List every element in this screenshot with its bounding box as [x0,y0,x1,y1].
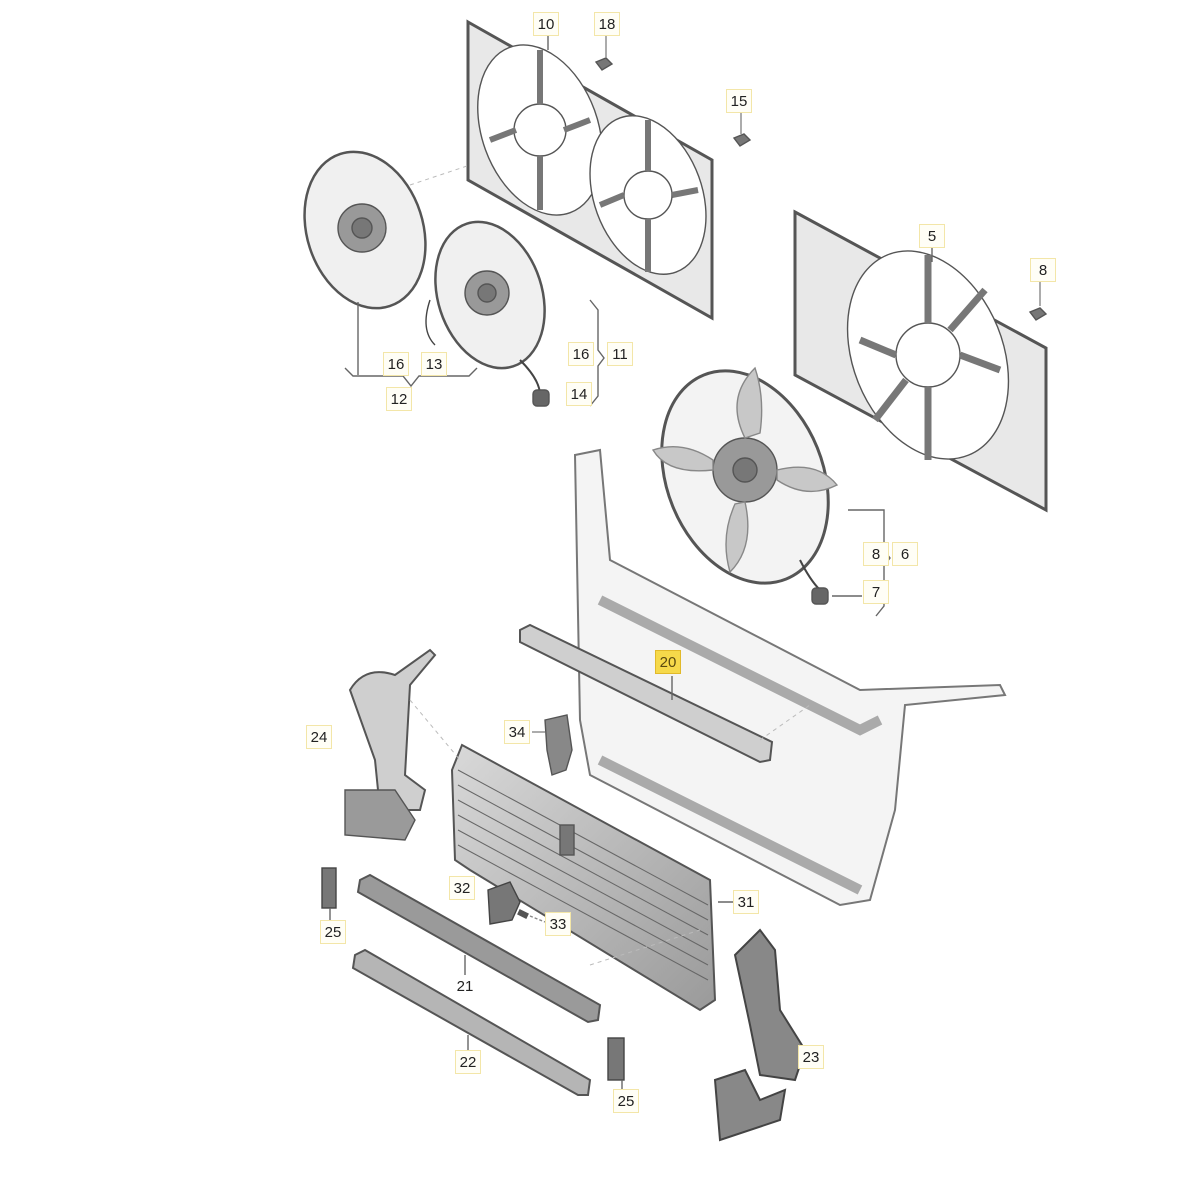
lock-carrier[interactable] [573,448,1007,907]
callout-11[interactable]: 11 [607,342,633,366]
callout-12[interactable]: 12 [386,387,412,411]
air-guide-22[interactable] [351,948,592,1096]
sensor-25-left[interactable] [321,867,337,920]
callout-8[interactable]: 8 [863,542,889,566]
air-shutter-31[interactable] [450,743,735,1012]
fan-right-small[interactable] [417,208,562,407]
fan-shroud-single[interactable] [793,209,1048,513]
fan-large[interactable] [631,346,858,608]
callout-8[interactable]: 8 [1030,258,1056,282]
screw-18[interactable] [594,36,614,71]
callout-34[interactable]: 34 [504,720,530,744]
callout-10[interactable]: 10 [533,12,559,36]
fan-shroud-double[interactable] [455,19,726,321]
bracket-34[interactable] [532,714,573,776]
shutter-motor-32[interactable] [487,881,521,925]
callout-16[interactable]: 16 [568,342,594,366]
air-guide-21[interactable] [356,873,602,1024]
callout-31[interactable]: 31 [733,890,759,914]
screw-15[interactable] [732,112,752,147]
callout-33[interactable]: 33 [545,912,571,936]
callout-25[interactable]: 25 [613,1089,639,1113]
air-guide-23[interactable] [713,928,807,1142]
callout-16[interactable]: 16 [383,352,409,376]
screw-8[interactable] [1028,282,1048,321]
callout-14[interactable]: 14 [566,382,592,406]
screw-33[interactable] [517,909,546,923]
callout-25[interactable]: 25 [320,920,346,944]
callout-20[interactable]: 20 [655,650,681,674]
fan-left-small[interactable] [285,136,445,324]
callout-13[interactable]: 13 [421,352,447,376]
callout-21[interactable]: 21 [456,977,474,995]
callout-32[interactable]: 32 [449,876,475,900]
callout-6[interactable]: 6 [892,542,918,566]
callout-24[interactable]: 24 [306,725,332,749]
callout-5[interactable]: 5 [919,224,945,248]
carrier-bar-20[interactable] [519,623,774,764]
callout-15[interactable]: 15 [726,89,752,113]
air-guide-24[interactable] [344,648,437,841]
callout-18[interactable]: 18 [594,12,620,36]
callout-22[interactable]: 22 [455,1050,481,1074]
callout-7[interactable]: 7 [863,580,889,604]
callout-23[interactable]: 23 [798,1045,824,1069]
sensor-25-right[interactable] [607,1037,625,1090]
